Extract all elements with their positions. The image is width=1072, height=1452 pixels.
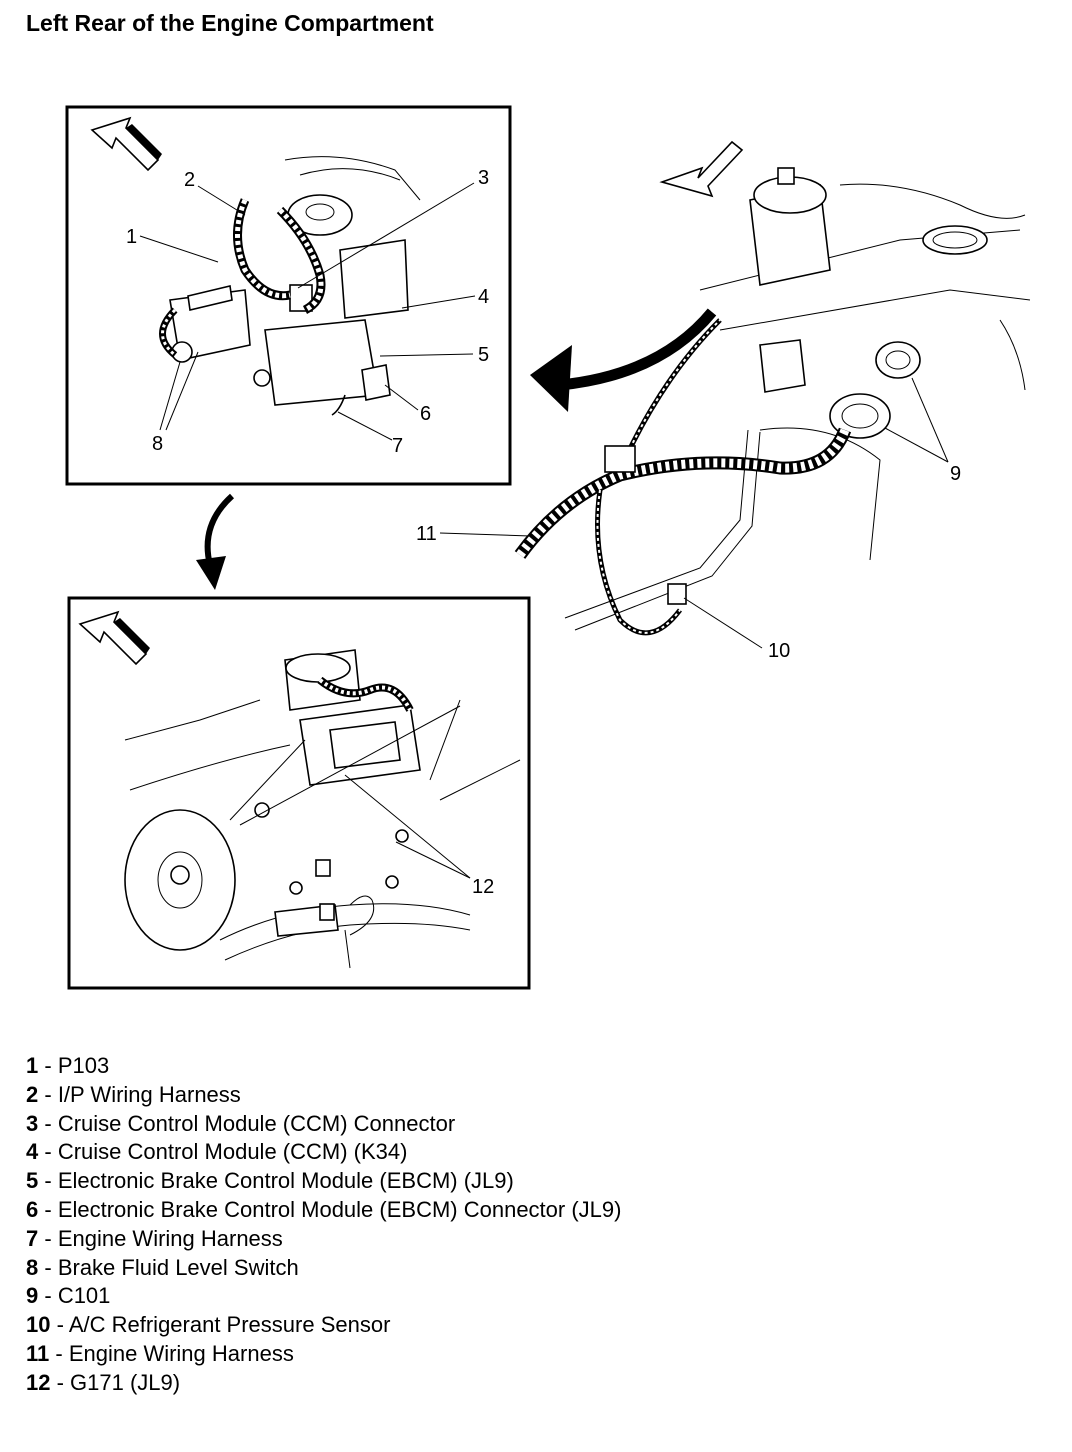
callout-label-12: 12 [472, 876, 494, 898]
legend-separator: - [38, 1168, 58, 1194]
legend-text: Engine Wiring Harness [57, 1225, 283, 1251]
legend-number: 2 [26, 1081, 39, 1107]
callout-label-3: 3 [478, 167, 489, 189]
legend-item: 9 - C101 [26, 1282, 621, 1311]
legend-item: 1 - P103 [26, 1052, 621, 1081]
legend-number: 10 [26, 1312, 51, 1338]
legend-text: Engine Wiring Harness [68, 1340, 294, 1366]
legend-item: 3 - Cruise Control Module (CCM) Connecto… [26, 1110, 621, 1139]
legend-number: 7 [26, 1225, 39, 1251]
legend-separator: - [38, 1081, 58, 1107]
callout-label-2: 2 [184, 169, 195, 191]
legend-number: 5 [26, 1168, 39, 1194]
callout-leaders-main [439, 377, 949, 649]
legend-number: 8 [26, 1254, 39, 1280]
legend-number: 6 [26, 1196, 39, 1222]
legend-item: 6 - Electronic Brake Control Module (EBC… [26, 1196, 621, 1225]
legend-text: Cruise Control Module (CCM) Connector [57, 1110, 456, 1136]
legend-item: 10 - A/C Refrigerant Pressure Sensor [26, 1311, 621, 1340]
legend-text: C101 [57, 1283, 111, 1309]
legend-number: 4 [26, 1139, 39, 1165]
page-title: Left Rear of the Engine Compartment [26, 10, 434, 36]
legend-separator: - [38, 1196, 58, 1222]
forward-arrow-right-icon [659, 140, 744, 198]
callout-label-11: 11 [416, 523, 437, 545]
bottom-inset-sketch [124, 649, 521, 969]
legend-text: Cruise Control Module (CCM) (K34) [57, 1139, 408, 1165]
legend-separator: - [38, 1110, 58, 1136]
legend-text: G171 (JL9) [70, 1369, 181, 1395]
legend-text: I/P Wiring Harness [57, 1081, 241, 1107]
callout-label-8: 8 [152, 433, 163, 455]
legend-number: 3 [26, 1110, 39, 1136]
brake-master-cylinder-sketch [169, 156, 421, 406]
legend-item: 8 - Brake Fluid Level Switch [26, 1254, 621, 1283]
engine-compartment-diagram: 2 1 3 4 5 6 7 8 [65, 105, 1031, 990]
legend-separator: - [50, 1312, 69, 1338]
c101-connector-sketch [829, 341, 921, 439]
legend-text: Electronic Brake Control Module (EBCM) (… [57, 1168, 514, 1194]
main-view-sketch [564, 167, 1031, 631]
legend-separator: - [38, 1254, 58, 1280]
legend-item: 7 - Engine Wiring Harness [26, 1225, 621, 1254]
forward-arrow-icon [90, 116, 162, 172]
legend-separator: - [38, 1283, 58, 1309]
legend-text: Electronic Brake Control Module (EBCM) C… [57, 1196, 622, 1222]
forward-arrow-bottom-icon [78, 610, 150, 666]
legend-number: 11 [26, 1340, 50, 1366]
callout-leaders-top [139, 182, 476, 441]
callout-label-7: 7 [392, 435, 403, 457]
legend-number: 9 [26, 1283, 39, 1309]
legend-item: 5 - Electronic Brake Control Module (EBC… [26, 1167, 621, 1196]
legend-separator: - [38, 1053, 58, 1078]
curved-arrow-left-icon [530, 308, 717, 412]
callout-label-9: 9 [950, 463, 961, 485]
callout-label-1: 1 [126, 226, 137, 248]
legend-text: A/C Refrigerant Pressure Sensor [68, 1312, 391, 1338]
legend-list: 1 - P103 2 - I/P Wiring Harness 3 - Crui… [26, 1052, 621, 1398]
legend-text: Brake Fluid Level Switch [57, 1254, 299, 1280]
callout-label-10: 10 [768, 640, 790, 662]
legend-separator: - [50, 1369, 71, 1395]
callout-label-5: 5 [478, 344, 489, 366]
legend-item: 11 - Engine Wiring Harness [26, 1340, 621, 1369]
engine-harness-main-sketch [514, 318, 852, 636]
legend-separator: - [49, 1340, 69, 1366]
legend-text: P103 [57, 1053, 110, 1078]
legend-item: 2 - I/P Wiring Harness [26, 1081, 621, 1110]
callout-label-4: 4 [478, 286, 489, 308]
callout-label-6: 6 [420, 403, 431, 425]
legend-number: 12 [26, 1369, 51, 1395]
legend-item: 12 - G171 (JL9) [26, 1369, 621, 1398]
curved-arrow-down-icon [196, 493, 235, 590]
legend-separator: - [38, 1225, 58, 1251]
legend-item: 4 - Cruise Control Module (CCM) (K34) [26, 1138, 621, 1167]
callout-leaders-bottom [229, 705, 471, 879]
legend-separator: - [38, 1139, 58, 1165]
legend-number: 1 [26, 1053, 39, 1078]
